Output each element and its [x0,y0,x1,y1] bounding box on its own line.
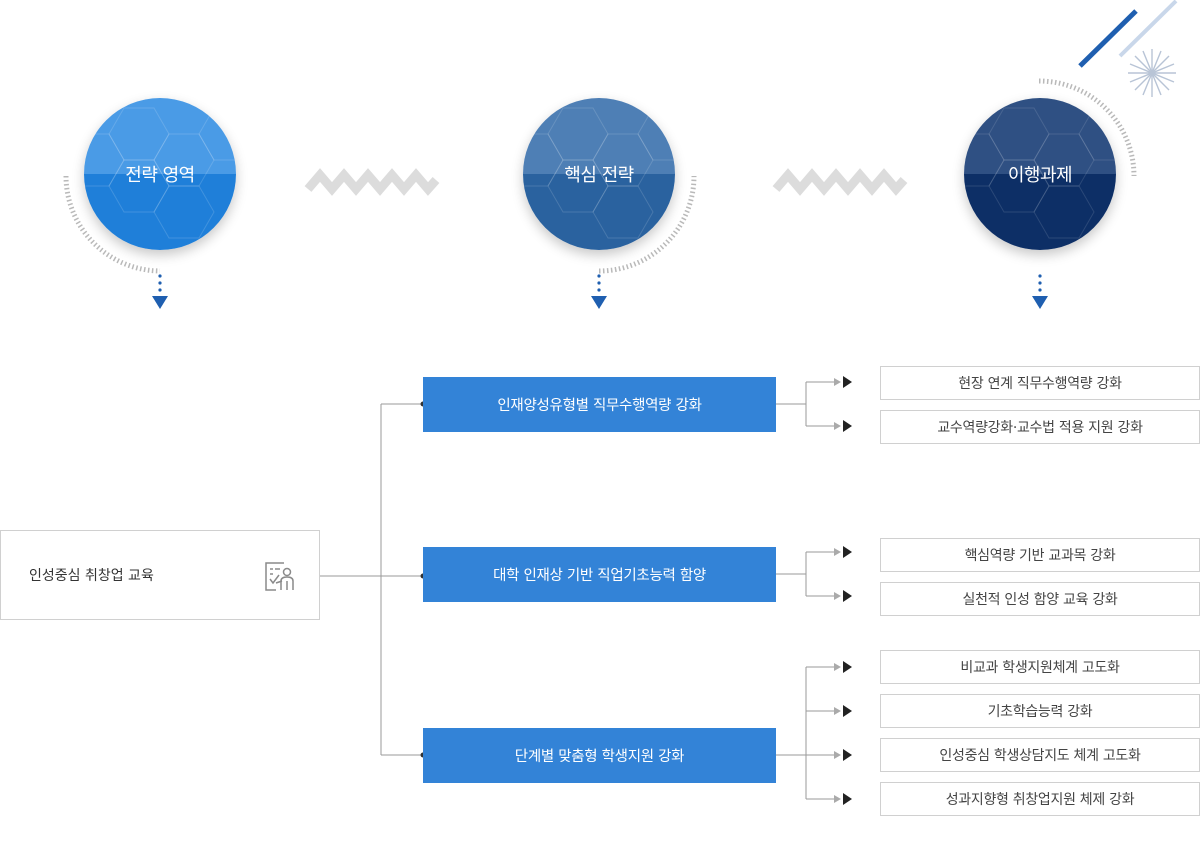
circle-strategy-area: 전략 영역 [84,98,236,250]
down-arrow-icon-1 [152,274,168,309]
circle-top-half [964,98,1116,174]
strategy-box-3: 단계별 맞춤형 학생지원 강화 [423,728,776,783]
circle-top-half [84,98,236,174]
task-box-6: 기초학습능력 강화 [880,694,1200,728]
task-box-4: 실천적 인성 함양 교육 강화 [880,582,1200,616]
hexagon-pattern [523,107,675,239]
circle-implementation-tasks: 이행과제 [964,98,1116,250]
circle-top-half [523,98,675,174]
circle-bottom-half [964,174,1116,250]
decor-slash-dark [1078,9,1138,68]
checklist-person-icon [265,562,294,591]
root-label: 인성중심 취창업 교육 [29,568,154,584]
task-box-7: 인성중심 학생상담지도 체계 고도화 [880,738,1200,772]
hexagon-pattern [964,107,1116,239]
dashed-arc-3 [1038,78,1137,177]
decor-slash-light [1118,0,1178,58]
tree-lines-left [319,403,423,756]
circle-bottom-half [84,174,236,250]
circle-label: 이행과제 [1007,165,1073,186]
tree-lines-right [776,381,836,800]
root-box: 인성중심 취창업 교육 [0,530,320,620]
task-box-1: 현장 연계 직무수행역량 강화 [880,366,1200,400]
task-box-5: 비교과 학생지원체계 고도화 [880,650,1200,684]
dashed-arc-2 [598,175,697,274]
strategy-box-1: 인재양성유형별 직무수행역량 강화 [423,377,776,432]
light-arrowheads [834,378,841,803]
circle-core-strategy: 핵심 전략 [523,98,675,250]
task-box-3: 핵심역량 기반 교과목 강화 [880,538,1200,572]
hexagon-pattern [84,107,236,239]
down-arrow-icon-2 [591,274,607,309]
task-box-2: 교수역량강화·교수법 적용 지원 강화 [880,410,1200,444]
dashed-arc-1 [63,175,161,274]
circle-bottom-half [523,174,675,250]
circle-label: 전략 영역 [125,165,195,186]
sparkle-icon [1128,49,1176,97]
circle-label: 핵심 전략 [564,165,634,186]
task-box-8: 성과지향형 취창업지원 체제 강화 [880,782,1200,816]
down-arrow-icon-3 [1032,274,1048,309]
dark-arrowheads [843,376,852,805]
zigzag-connector-1 [304,168,440,196]
zigzag-connector-2 [772,168,908,196]
strategy-box-2: 대학 인재상 기반 직업기초능력 함양 [423,547,776,602]
